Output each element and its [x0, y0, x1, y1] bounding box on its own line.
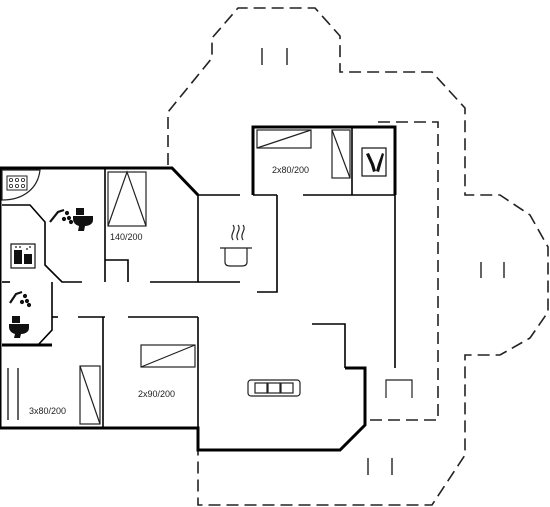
terrace-fixture — [385, 379, 413, 398]
toilet-icon — [9, 316, 29, 338]
wine-bottle-icon — [361, 147, 387, 177]
sauna-icon — [1, 169, 41, 201]
washing-machine-icon — [10, 243, 36, 269]
terrace-outline — [167, 7, 549, 506]
window-marks — [7, 48, 505, 475]
bed-label-left-lower: 3x80/200 — [29, 406, 66, 416]
wardrobe-top-right — [331, 129, 351, 179]
shower-icon — [49, 208, 74, 225]
interior-walls — [2, 127, 396, 428]
wardrobe-left-upper — [107, 170, 147, 227]
sofa-icon — [247, 379, 301, 397]
toilet-icon — [73, 208, 93, 231]
bed-middle — [140, 344, 196, 368]
bed-label-middle: 2x90/200 — [138, 389, 175, 399]
shower-icon — [9, 290, 32, 308]
bed-label-top-right: 2x80/200 — [272, 165, 309, 175]
cooking-pot-icon — [220, 224, 252, 267]
bed-top-right — [256, 129, 312, 149]
wardrobe-left-lower — [79, 365, 101, 425]
bed-label-left-upper: 140/200 — [110, 232, 143, 242]
